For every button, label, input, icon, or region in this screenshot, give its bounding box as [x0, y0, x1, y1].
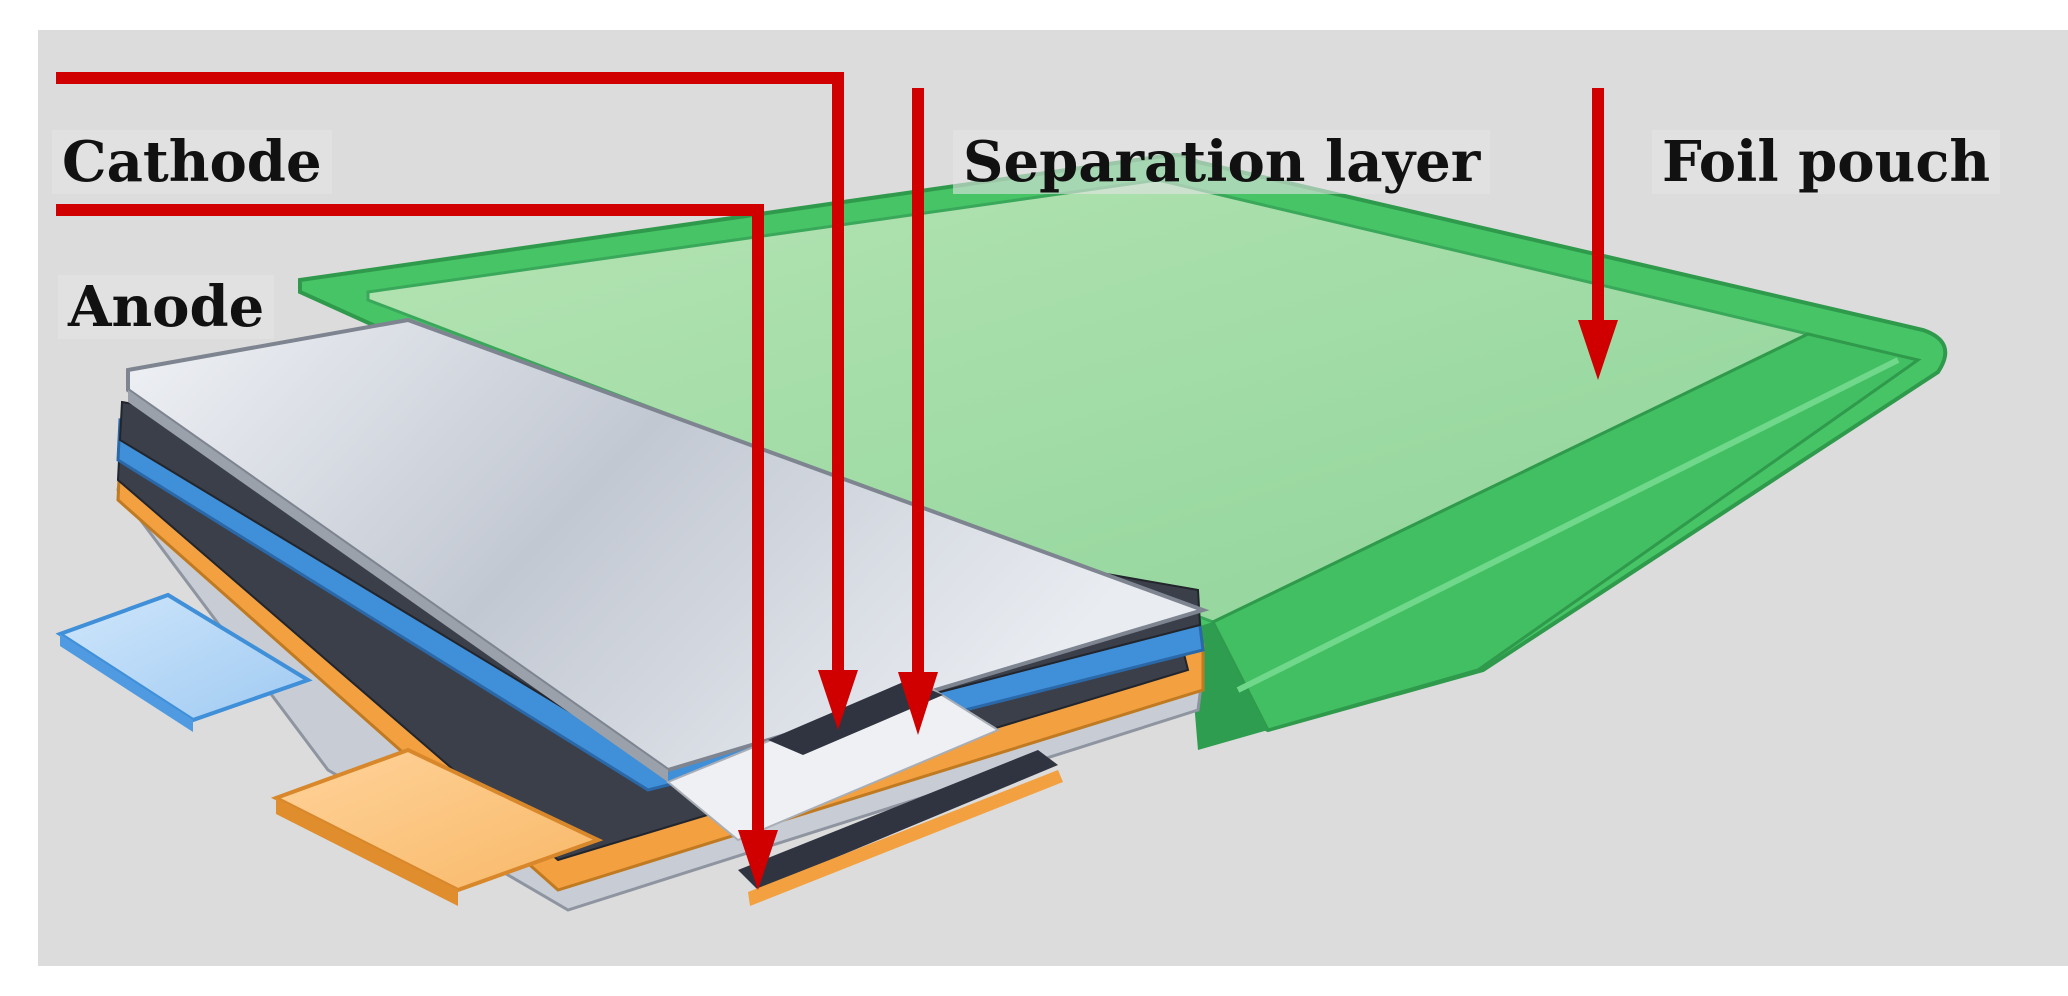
leader-arrows [56, 72, 1618, 890]
anode-tab-edge [276, 798, 458, 906]
pouch-cell-illustration [55, 72, 1948, 912]
cathode-arrowhead [818, 670, 858, 730]
foil-pouch-label: Foil pouch [1652, 130, 2001, 194]
battery-diagram: Cathode Anode Separation layer Foil pouc… [38, 30, 2068, 966]
anode-arrowhead [738, 830, 778, 890]
cathode-tab-edge [60, 634, 193, 732]
cathode-leader-line [56, 72, 844, 690]
cathode-tab [55, 592, 313, 723]
separation-arrowhead [898, 672, 938, 735]
anode-leader-line [56, 204, 764, 850]
electrode-stack [116, 317, 1210, 912]
front-dark-strip-lower [738, 750, 1058, 890]
foil-pouch [298, 152, 1948, 750]
top-plate-edge [128, 390, 668, 782]
separation-layer-label: Separation layer [953, 130, 1491, 194]
front-dark-strip [768, 680, 943, 755]
pouch-side-right [1210, 332, 1922, 732]
pouch-front [1188, 622, 1268, 750]
cathode-label: Cathode [52, 130, 332, 194]
anode-tab [270, 747, 604, 893]
front-orange-edge [748, 770, 1063, 906]
anode-label: Anode [58, 275, 275, 339]
pouch-edge-line [1236, 357, 1900, 693]
foil-arrowhead [1578, 320, 1618, 380]
tabs [55, 592, 604, 906]
